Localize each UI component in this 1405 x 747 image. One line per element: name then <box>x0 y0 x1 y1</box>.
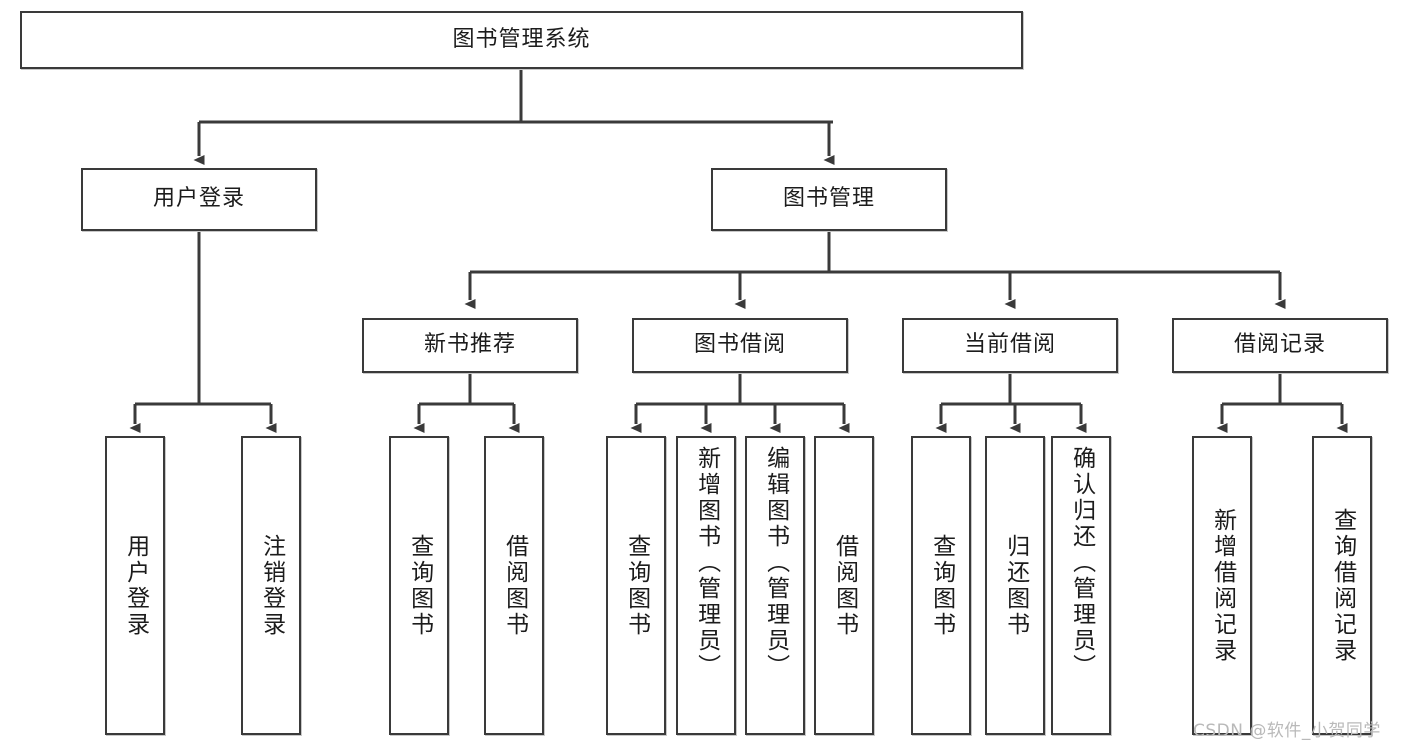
node-leaf-edit-book-label: 编辑图书（管理员） <box>762 446 789 680</box>
node-current-borrow[interactable]: 当前借阅 <box>902 318 1118 373</box>
node-book-manage-label: 图书管理 <box>782 186 875 212</box>
node-leaf-add-borrow-record-label: 新增借阅记录 <box>1209 507 1236 664</box>
node-leaf-query-borrow-record[interactable]: 查询借阅记录 <box>1312 436 1372 735</box>
node-leaf-confirm-return[interactable]: 确认归还（管理员） <box>1051 436 1111 735</box>
node-book-manage[interactable]: 图书管理 <box>711 168 947 231</box>
node-leaf-query-book-current[interactable]: 查询图书 <box>911 436 971 735</box>
node-leaf-logout-label: 注销登录 <box>258 533 285 638</box>
node-leaf-add-book[interactable]: 新增图书（管理员） <box>676 436 736 735</box>
node-leaf-borrow-book-recommend-label: 借阅图书 <box>501 533 528 638</box>
node-leaf-query-book-label: 查询图书 <box>623 533 650 638</box>
node-leaf-query-book-recommend-label: 查询图书 <box>406 533 433 638</box>
node-leaf-edit-book[interactable]: 编辑图书（管理员） <box>745 436 805 735</box>
node-leaf-borrow-book-label: 借阅图书 <box>831 533 858 638</box>
node-new-book-recommend[interactable]: 新书推荐 <box>362 318 578 373</box>
node-leaf-return-book-label: 归还图书 <box>1002 533 1029 638</box>
node-leaf-return-book[interactable]: 归还图书 <box>985 436 1045 735</box>
node-user-login-label: 用户登录 <box>152 186 245 212</box>
node-leaf-query-book-recommend[interactable]: 查询图书 <box>389 436 449 735</box>
node-book-borrow[interactable]: 图书借阅 <box>632 318 848 373</box>
node-current-borrow-label: 当前借阅 <box>963 332 1056 358</box>
node-leaf-logout[interactable]: 注销登录 <box>241 436 301 735</box>
node-leaf-add-borrow-record[interactable]: 新增借阅记录 <box>1192 436 1252 735</box>
node-new-book-recommend-label: 新书推荐 <box>423 332 516 358</box>
node-leaf-borrow-book[interactable]: 借阅图书 <box>814 436 874 735</box>
node-root[interactable]: 图书管理系统 <box>20 11 1023 69</box>
node-root-label: 图书管理系统 <box>452 26 591 52</box>
node-borrow-record[interactable]: 借阅记录 <box>1172 318 1388 373</box>
node-leaf-query-book-current-label: 查询图书 <box>928 533 955 638</box>
node-leaf-query-borrow-record-label: 查询借阅记录 <box>1329 507 1356 664</box>
node-leaf-user-login[interactable]: 用户登录 <box>105 436 165 735</box>
node-leaf-add-book-label: 新增图书（管理员） <box>693 446 720 680</box>
node-user-login[interactable]: 用户登录 <box>81 168 317 231</box>
node-book-borrow-label: 图书借阅 <box>693 332 786 358</box>
node-borrow-record-label: 借阅记录 <box>1233 332 1326 358</box>
node-leaf-borrow-book-recommend[interactable]: 借阅图书 <box>484 436 544 735</box>
node-leaf-confirm-return-label: 确认归还（管理员） <box>1068 446 1095 680</box>
node-leaf-query-book[interactable]: 查询图书 <box>606 436 666 735</box>
csdn-watermark: CSDN @软件_小贺同学 <box>1193 721 1381 741</box>
node-leaf-user-login-label: 用户登录 <box>122 533 149 638</box>
